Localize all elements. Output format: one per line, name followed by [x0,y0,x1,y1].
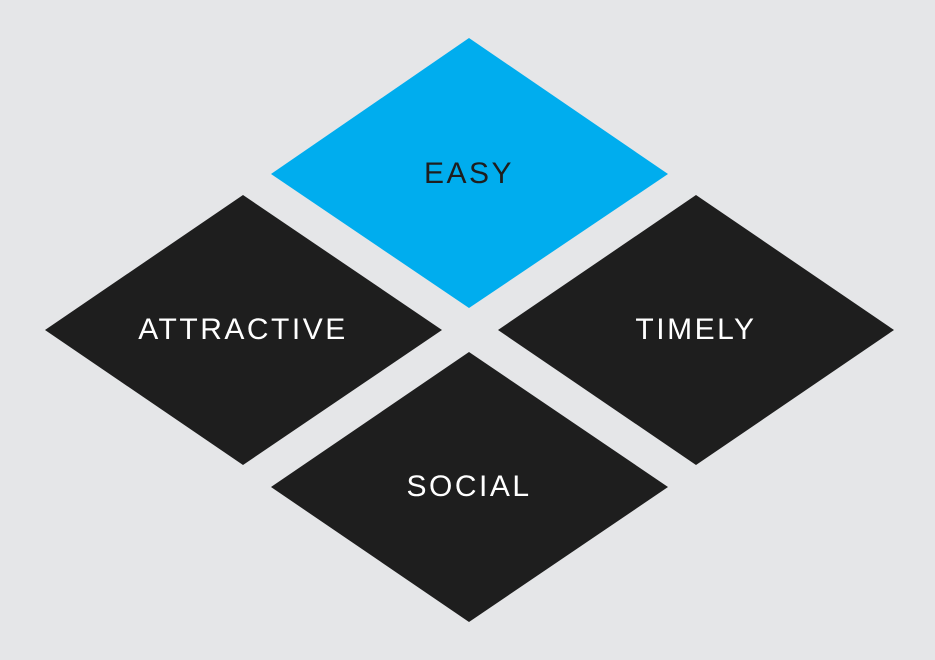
label-attractive: ATTRACTIVE [138,313,348,346]
diamond-social [271,352,668,622]
label-social: SOCIAL [406,470,532,503]
diamond-timely [498,195,894,465]
label-easy: EASY [423,157,515,190]
label-timely: TIMELY [635,313,757,346]
diamond-easy [271,38,668,308]
diamond-attractive [45,195,442,465]
